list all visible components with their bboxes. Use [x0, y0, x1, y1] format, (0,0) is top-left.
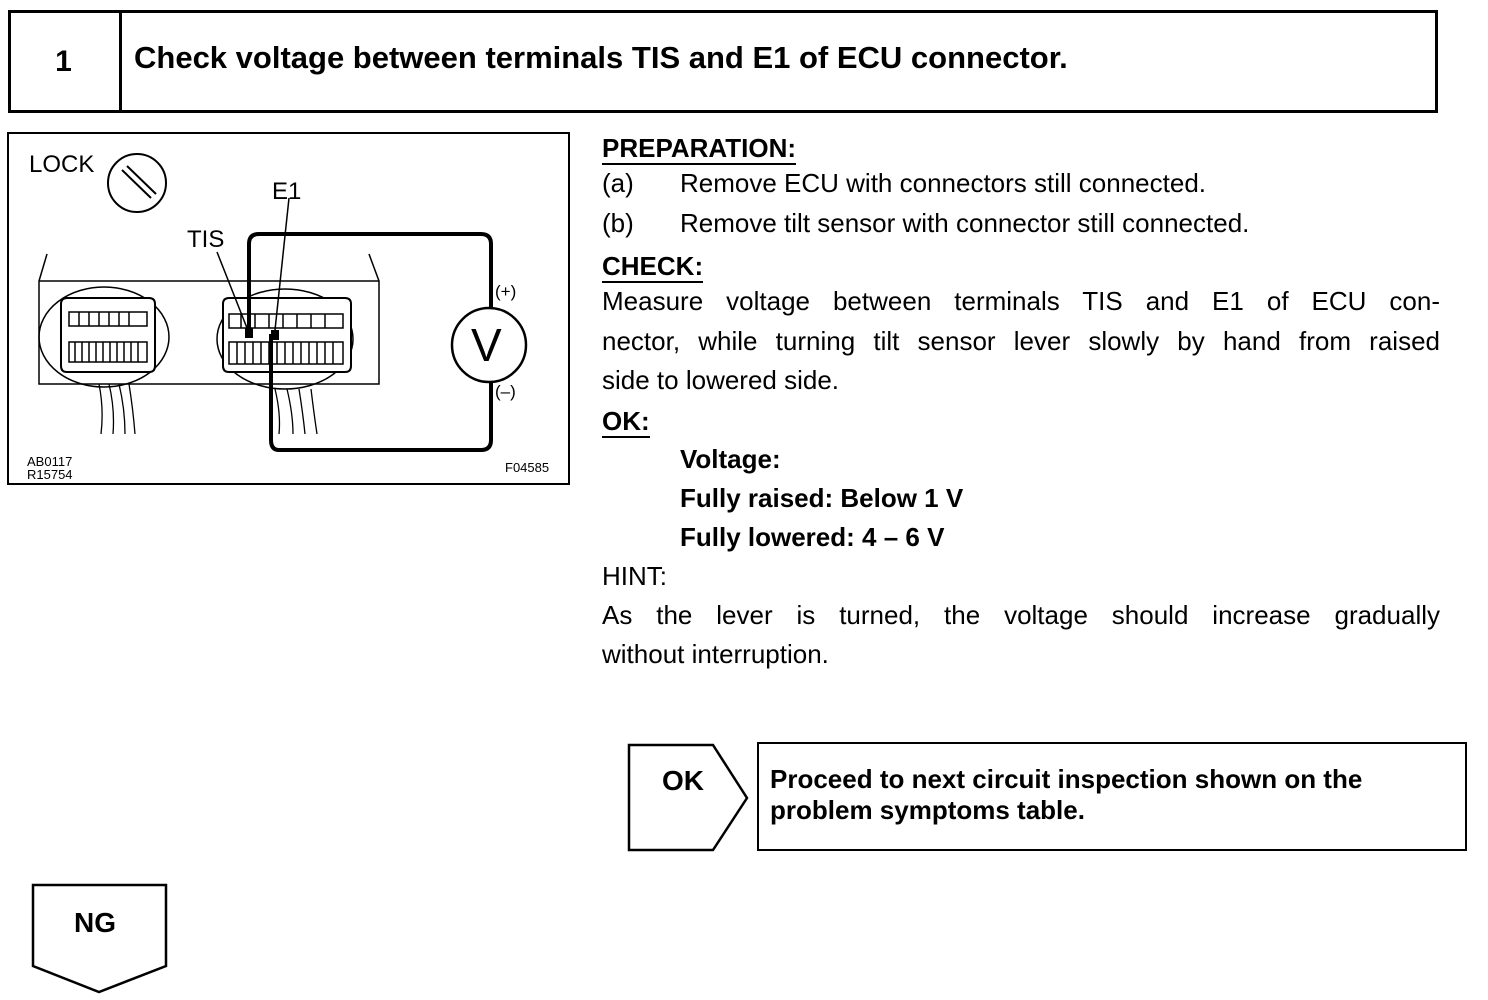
ok-spec-line-3: Fully lowered: 4 – 6 V — [680, 522, 945, 552]
tis-label: TIS — [187, 226, 225, 253]
figure-code-2: R15754 — [27, 467, 73, 482]
step-title: Check voltage between terminals TIS and … — [134, 40, 1068, 75]
ok-result-box — [757, 742, 1467, 851]
check-line-3: side to lowered side. — [602, 365, 840, 395]
ok-spec-line-1: Voltage: — [680, 444, 781, 474]
ok-arrow-box — [627, 743, 749, 852]
connector-diagram — [38, 153, 528, 452]
step-number: 1 — [8, 10, 122, 113]
wiring-figure: LOCK E1 TIS (+) (–) V AB0117 R15754 F045… — [7, 132, 570, 485]
ng-label: NG — [74, 907, 116, 938]
minus-label: (–) — [495, 382, 516, 401]
plus-label: (+) — [495, 282, 517, 301]
ok-label: OK — [662, 765, 704, 796]
step-text: Remove ECU with connectors still connect… — [680, 168, 1207, 198]
meter-symbol: V — [471, 319, 502, 371]
step-marker: (a) — [602, 168, 634, 198]
ng-arrow-box — [31, 883, 168, 994]
hint-line-1: As the lever is turned, the voltage shou… — [602, 600, 1440, 630]
step-text: Remove tilt sensor with connector still … — [680, 208, 1250, 238]
hint-line-2: without interruption. — [602, 639, 829, 669]
step-header — [8, 10, 1438, 113]
left-connector — [38, 286, 170, 435]
ok-heading: OK: — [602, 406, 650, 438]
check-line-2: nector, while turning tilt sensor lever … — [602, 326, 1440, 356]
voltmeter-icon — [450, 306, 528, 384]
preparation-heading: PREPARATION: — [602, 133, 797, 165]
right-connector — [216, 288, 354, 435]
prep-step-a: (a) Remove ECU with connectors still con… — [602, 164, 1206, 203]
prep-step-b: (b) Remove tilt sensor with connector st… — [602, 204, 1249, 243]
step-marker: (b) — [602, 208, 634, 238]
ok-spec-line-2: Fully raised: Below 1 V — [680, 483, 964, 513]
figure-code-1: AB0117 — [27, 454, 73, 469]
check-line-1: Measure voltage between terminals TIS an… — [602, 286, 1440, 316]
hint-heading: HINT: — [602, 561, 667, 591]
lock-icon — [107, 153, 167, 213]
figure-code-3: F04585 — [505, 460, 550, 475]
ok-result-text: Proceed to next circuit inspection shown… — [770, 764, 1363, 825]
e1-label: E1 — [272, 178, 302, 205]
check-heading: CHECK: — [602, 251, 704, 283]
lock-label: LOCK — [29, 151, 95, 178]
